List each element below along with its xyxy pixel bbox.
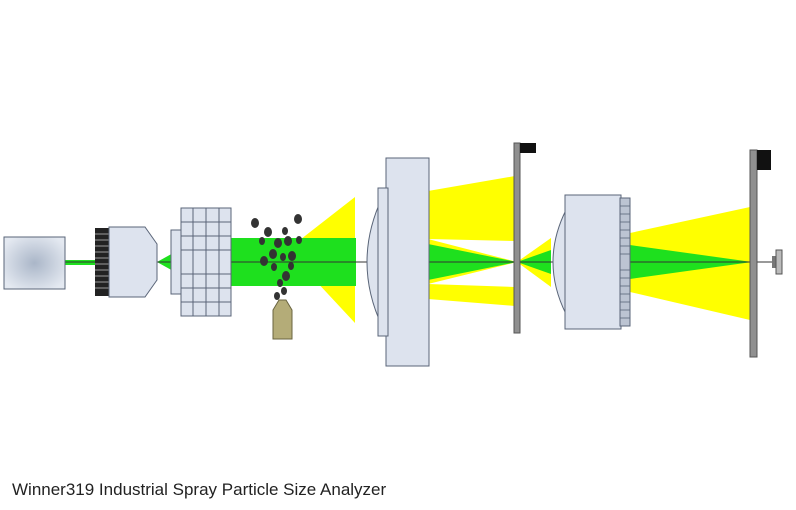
relay-lens-rear-ring [619, 197, 631, 327]
spray-particle [280, 253, 286, 261]
spray-particle [274, 292, 280, 300]
spray-particle [288, 251, 296, 261]
spray-particles [251, 214, 302, 300]
spray-particle [260, 256, 268, 266]
spray-particle [269, 249, 277, 259]
spray-particle [282, 271, 290, 281]
spray-particle [284, 236, 292, 246]
spray-particle [264, 227, 272, 237]
center-detector-stem [772, 256, 776, 268]
relay-lens-body [564, 194, 622, 330]
fourier-lens [366, 157, 430, 367]
spray-nozzle [272, 299, 293, 340]
spray-particle [259, 237, 265, 245]
spray-particle [281, 287, 287, 295]
collimator-rings [181, 208, 231, 316]
spray-particle [277, 279, 283, 287]
spray-particle [274, 238, 282, 248]
expander-knurl-lines [95, 233, 109, 289]
spray-particle [288, 262, 294, 270]
relay-lens [552, 194, 631, 330]
beam-expander [95, 226, 158, 298]
scatter-fan-lower [428, 284, 515, 306]
relay-lens-front-surface [552, 209, 567, 315]
collimating-lens [170, 207, 232, 317]
front-detector-plate [513, 142, 521, 334]
rear-detector [749, 149, 771, 358]
expander-knurled-ring [95, 228, 109, 296]
fourier-lens-body [385, 157, 430, 367]
scatter-fan-upper [428, 176, 515, 241]
spray-particle [271, 263, 277, 271]
spray-particle [294, 214, 302, 224]
laser-source [3, 236, 66, 290]
spray-particle [296, 236, 302, 244]
rear-detector-flag [757, 150, 771, 170]
spray-particle [282, 227, 288, 235]
laser-source-body [3, 236, 66, 290]
expander-barrel [108, 226, 158, 298]
spray-particle [251, 218, 259, 228]
diagram-caption: Winner319 Industrial Spray Particle Size… [12, 480, 387, 499]
fourier-lens-mount [377, 187, 389, 337]
nozzle-body [272, 299, 293, 340]
rear-detector-plate [749, 149, 758, 358]
center-detector-head [775, 249, 783, 275]
front-detector-flag [520, 143, 536, 153]
relay-lens-knurl [620, 205, 630, 319]
center-detector [772, 249, 783, 275]
front-detector [513, 142, 536, 334]
